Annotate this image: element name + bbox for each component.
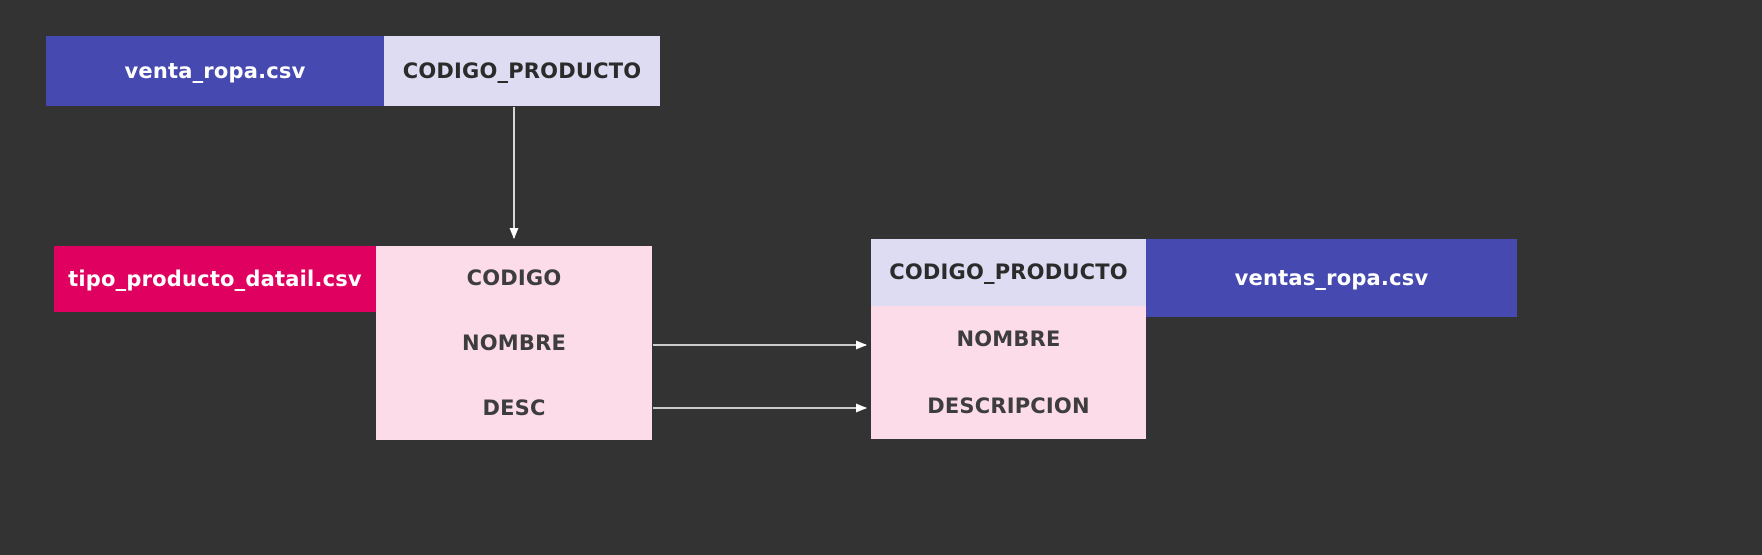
table-middle-fields: CODIGO NOMBRE DESC (376, 246, 652, 440)
field-label: NOMBRE (461, 331, 567, 355)
table-row[interactable]: DESCRIPCION (871, 372, 1146, 439)
field-codigo-producto-source-label: CODIGO_PRODUCTO (402, 59, 642, 83)
node-source-venta-ropa-label: venta_ropa.csv (124, 59, 306, 83)
node-source-venta-ropa[interactable]: venta_ropa.csv (46, 36, 384, 106)
field-label: DESCRIPCION (927, 393, 1090, 418)
table-row[interactable]: NOMBRE (376, 311, 652, 376)
field-label: CODIGO (466, 266, 562, 291)
table-row[interactable]: CODIGO (376, 246, 652, 311)
field-label: CODIGO_PRODUCTO (889, 260, 1128, 285)
table-row[interactable]: NOMBRE (871, 306, 1146, 373)
node-source-tipo-producto-datail-label: tipo_producto_datail.csv (68, 267, 362, 291)
node-target-ventas-ropa[interactable]: ventas_ropa.csv (1146, 239, 1517, 317)
field-codigo-producto-source[interactable]: CODIGO_PRODUCTO (384, 36, 660, 106)
node-source-tipo-producto-datail[interactable]: tipo_producto_datail.csv (54, 246, 376, 312)
table-target-fields: CODIGO_PRODUCTO NOMBRE DESCRIPCION (871, 239, 1146, 439)
field-label: DESC (482, 395, 546, 420)
node-target-ventas-ropa-label: ventas_ropa.csv (1234, 266, 1429, 290)
table-row[interactable]: DESC (376, 375, 652, 440)
field-label: NOMBRE (956, 327, 1061, 351)
table-row[interactable]: CODIGO_PRODUCTO (871, 239, 1146, 306)
